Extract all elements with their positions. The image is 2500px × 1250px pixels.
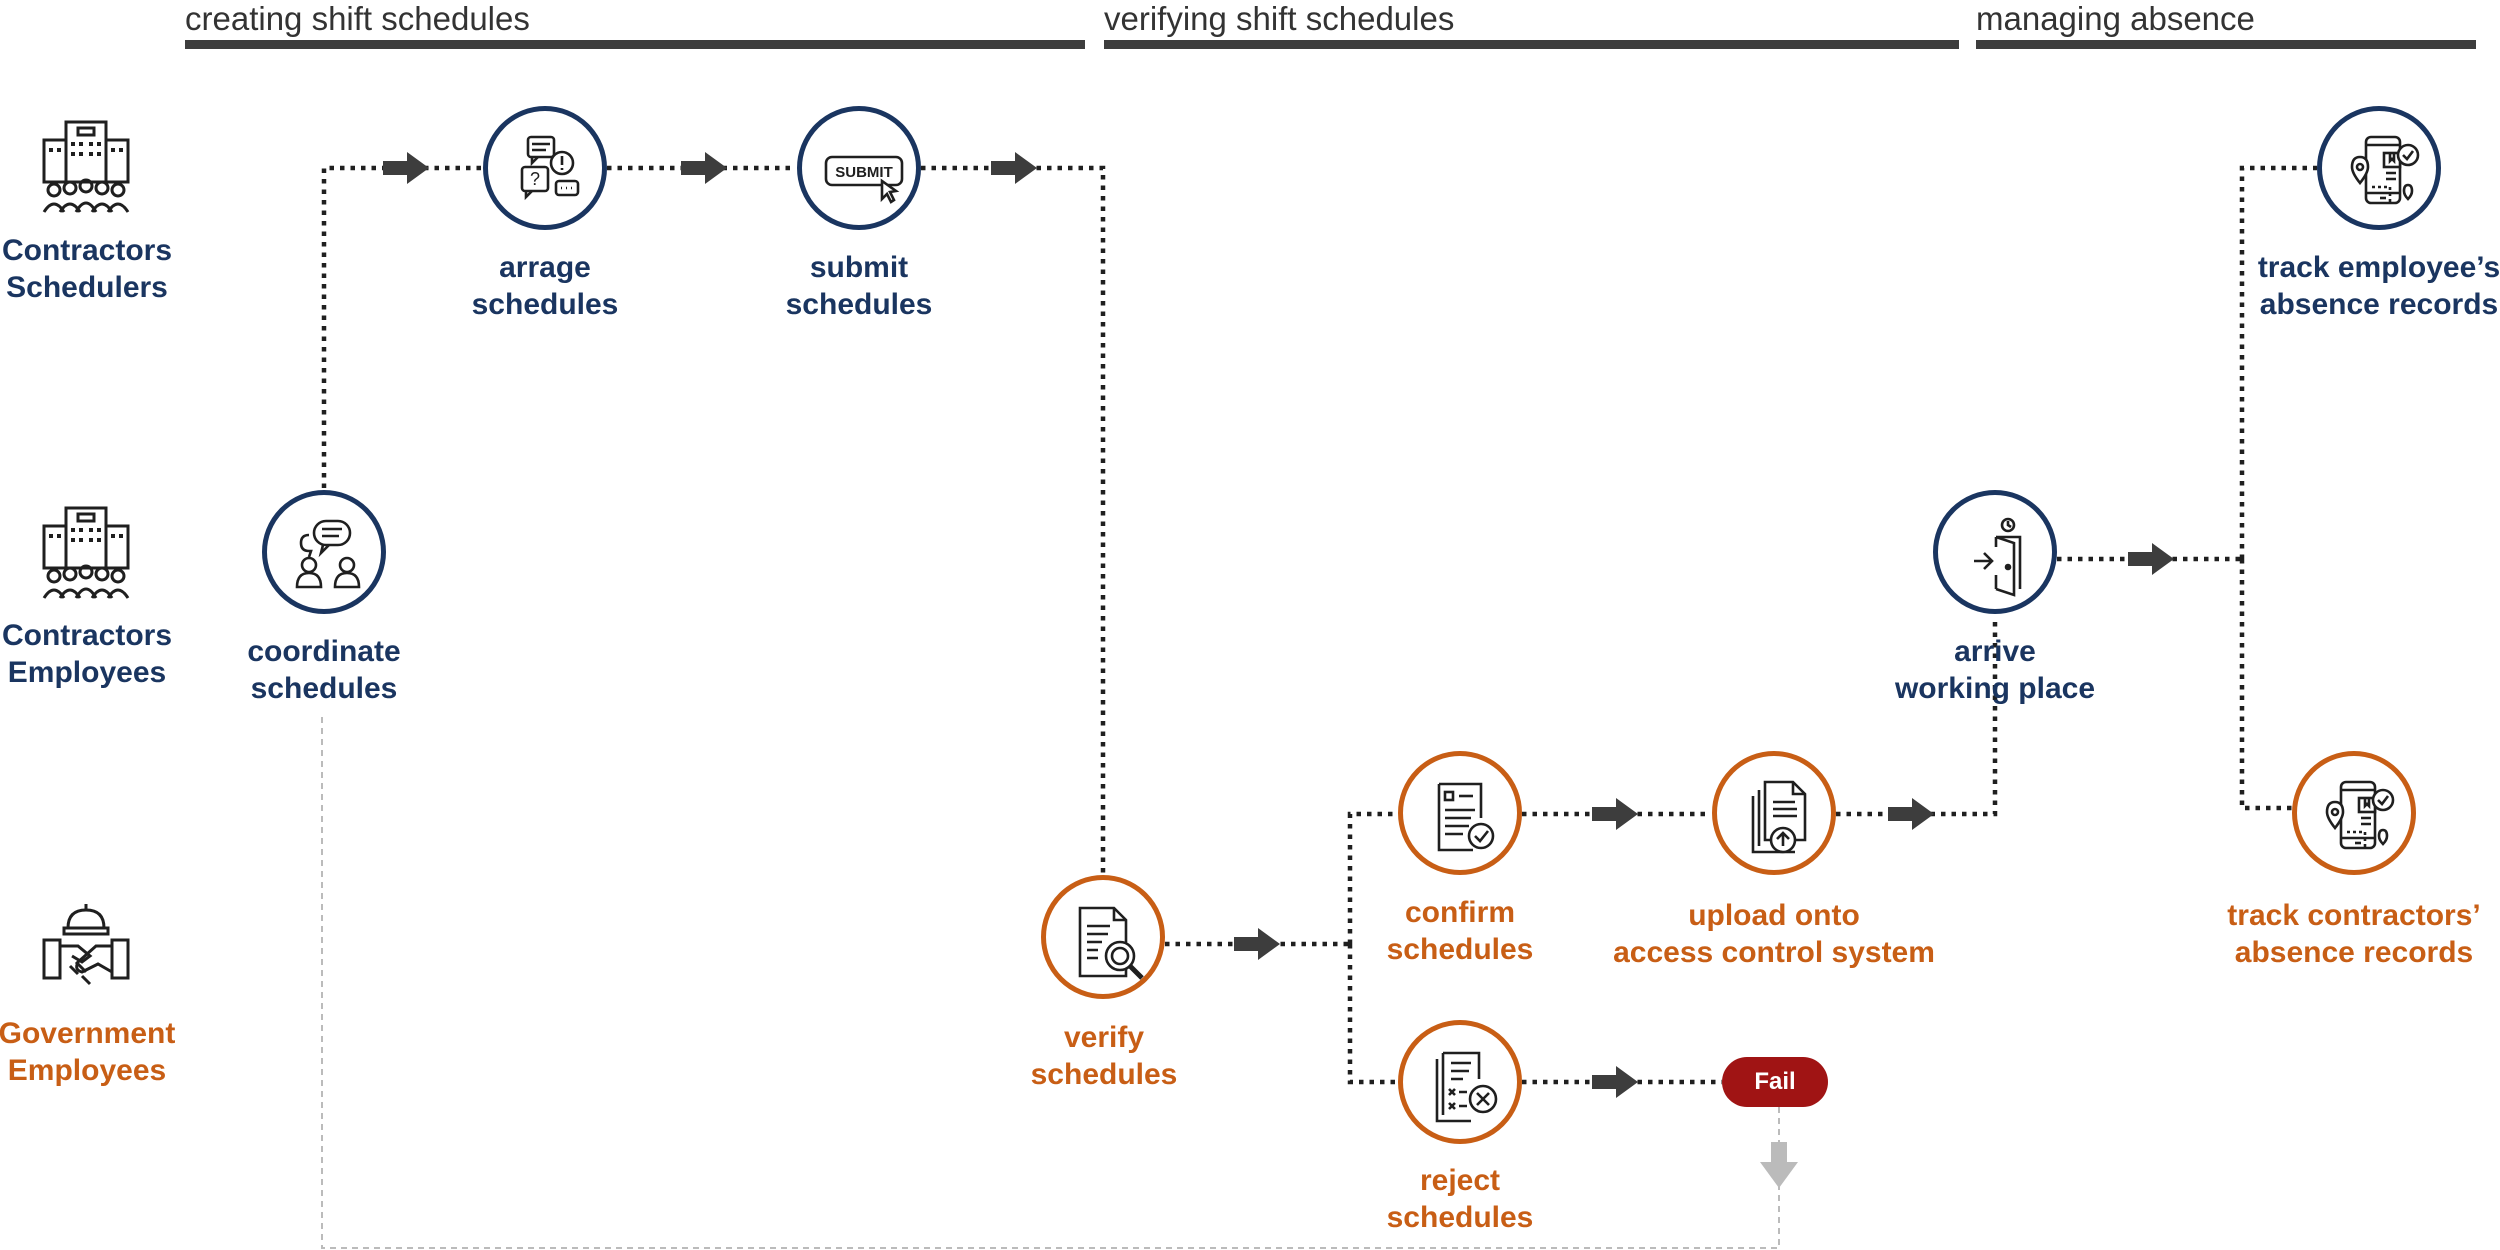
node-upload-access-control[interactable] <box>1712 751 1836 875</box>
label-line2: absence records <box>2259 288 2499 321</box>
arrow-5 <box>1592 798 1638 830</box>
arrow-6 <box>1888 798 1934 830</box>
phase-label-creating: creating shift schedules <box>185 0 530 37</box>
label-line1: arrage <box>499 251 591 284</box>
fail-badge: Fail <box>1722 1057 1828 1107</box>
office-building-people-icon <box>42 120 130 213</box>
node-reject-schedules[interactable] <box>1398 1020 1522 1144</box>
label-line1: upload onto <box>1688 899 1860 932</box>
phase-label-managing: managing absence <box>1976 0 2255 37</box>
node-arrive-working-place[interactable] <box>1933 490 2057 614</box>
submit-button-icon: SUBMIT <box>824 155 904 204</box>
label-line2: access control system <box>1613 936 1935 969</box>
lane-label-line1: Contractors <box>1 234 173 267</box>
node-arrage-schedules[interactable]: ? <box>483 106 607 230</box>
label-line2: schedules <box>250 672 398 705</box>
arrow-7 <box>1592 1066 1638 1098</box>
door-entry-icon <box>1974 517 2022 597</box>
connector-submit-to-verify <box>921 165 1106 877</box>
phase-bar-verifying <box>1104 40 1959 49</box>
label-line2: schedules <box>1386 1201 1534 1234</box>
label-line2: schedules <box>1030 1058 1178 1091</box>
connector-coordinate-to-arrange <box>321 165 481 488</box>
label-line2: schedules <box>785 288 933 321</box>
mobile-tracking-icon <box>2350 135 2420 205</box>
label-track-contractors-absence: track contractors’ absence records <box>2144 897 2500 971</box>
document-reject-icon <box>1435 1051 1498 1123</box>
arrow-1 <box>383 152 429 184</box>
lane-label-line2: Employees <box>7 656 167 689</box>
label-line1: reject <box>1419 1164 1501 1197</box>
connector-branch-to-confirm <box>1347 811 1398 944</box>
document-search-icon <box>1078 906 1144 980</box>
label-arrage-schedules: arrage schedules <box>335 249 755 323</box>
connector-branch-to-reject <box>1347 944 1398 1085</box>
submit-button-text: SUBMIT <box>835 164 893 181</box>
document-check-icon <box>1437 782 1495 852</box>
arrow-3 <box>991 152 1037 184</box>
node-verify-schedules[interactable] <box>1041 875 1165 999</box>
label-line1: verify <box>1063 1021 1145 1054</box>
node-track-employee-absence[interactable] <box>2317 106 2441 230</box>
label-line1: confirm <box>1404 896 1515 929</box>
lane-label-line2: Schedulers <box>6 271 168 304</box>
label-verify-schedules: verify schedules <box>894 1019 1314 1093</box>
office-building-people-icon <box>42 506 130 599</box>
label-coordinate-schedules: coordinate schedules <box>114 633 534 707</box>
government-handshake-icon <box>42 904 130 986</box>
label-confirm-schedules: confirm schedules <box>1250 894 1670 968</box>
label-track-employee-absence: track employee’s absence records <box>2169 249 2500 323</box>
label-submit-schedules: submit schedules <box>649 249 1069 323</box>
loop-arrow-down <box>1760 1142 1798 1188</box>
node-track-contractors-absence[interactable] <box>2292 751 2416 875</box>
svg-text:?: ? <box>530 169 540 189</box>
discussion-people-icon <box>295 519 361 589</box>
node-submit-schedules[interactable]: SUBMIT <box>797 106 921 230</box>
label-line2: working place <box>1894 672 2096 705</box>
label-line1: submit <box>809 251 909 284</box>
connector-branch-to-track-contractors <box>2239 559 2292 811</box>
node-confirm-schedules[interactable] <box>1398 751 1522 875</box>
node-coordinate-schedules[interactable] <box>262 490 386 614</box>
lane-label-line1: Government <box>0 1017 176 1050</box>
lane-label-contractors-employees: Contractors Employees <box>0 617 177 691</box>
label-line2: schedules <box>471 288 619 321</box>
label-line1: track employee’s <box>2257 251 2500 284</box>
connector-branch-to-track-employee <box>2239 165 2317 559</box>
arrow-8 <box>2128 543 2174 575</box>
document-upload-icon <box>1751 780 1807 854</box>
lane-label-line2: Employees <box>7 1054 167 1087</box>
label-arrive-working-place: arrive working place <box>1785 633 2205 707</box>
lane-label-government-employees: Government Employees <box>0 1015 177 1089</box>
label-reject-schedules: reject schedules <box>1250 1162 1670 1236</box>
label-upload-access-control: upload onto access control system <box>1564 897 1984 971</box>
mobile-tracking-icon <box>2325 780 2395 850</box>
label-line1: coordinate <box>247 635 401 668</box>
speech-bubbles-icon: ? <box>520 135 580 201</box>
phase-label-verifying: verifying shift schedules <box>1104 0 1455 37</box>
arrow-2 <box>681 152 727 184</box>
label-line2: schedules <box>1386 933 1534 966</box>
label-line1: track contractors’ <box>2227 899 2481 932</box>
lane-label-line1: Contractors <box>1 619 173 652</box>
lane-label-contractors-schedulers: Contractors Schedulers <box>0 232 177 306</box>
phase-bar-managing <box>1976 40 2476 49</box>
phase-bar-creating <box>185 40 1085 49</box>
label-line2: absence records <box>2234 936 2474 969</box>
label-line1: arrive <box>1954 635 2036 668</box>
